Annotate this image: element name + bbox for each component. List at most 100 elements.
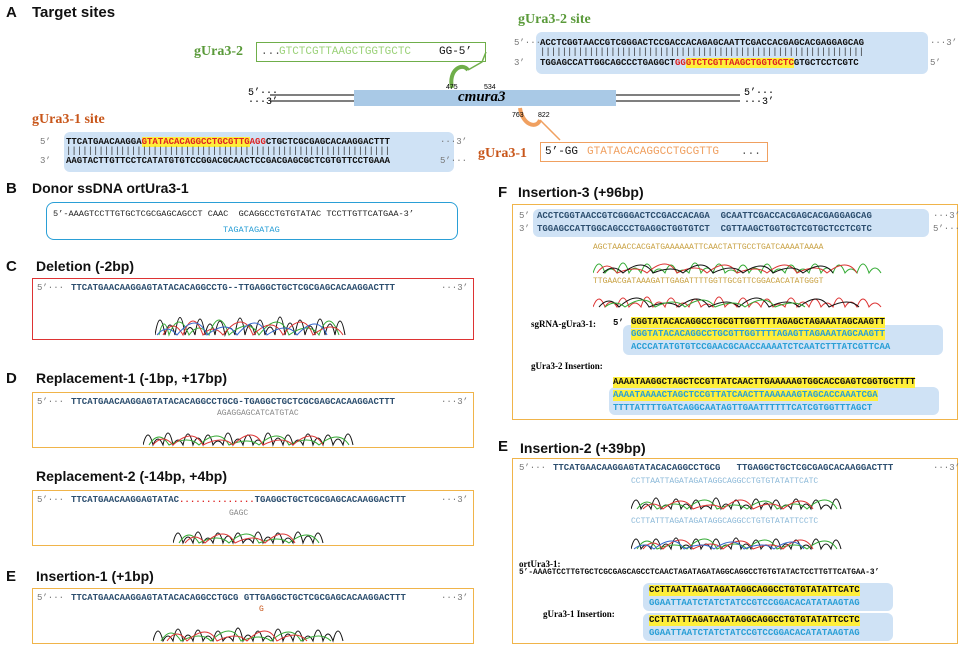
site1-5prime-b: 5’···	[440, 156, 468, 166]
site1-top-hl: GTATACACAGGCCTGCGTTG	[141, 137, 250, 147]
panel-c-title: Deletion (-2bp)	[36, 258, 134, 274]
site2-bottom-strand: TGGAGCCATTGGCAGCCCTGAGGCTGGGTCTCGTTAAGCT…	[540, 58, 859, 69]
e1-3prime: ···3’	[441, 593, 469, 603]
c-seq: TTCATGAACAAGGAGTATACACAGGCCTG--TTGAGGCTG…	[71, 283, 396, 293]
site1-5prime: 5’	[40, 137, 51, 147]
site2-3prime-b: 3’	[514, 58, 525, 68]
d1-seq: TTCATGAACAAGGAGTATACACAGGCCTGCG-TGAGGCTG…	[71, 397, 396, 407]
gura3-2-prefix: ...	[261, 46, 281, 58]
panel-b-letter: B	[6, 180, 17, 197]
e1-chromatogram	[153, 627, 344, 643]
d2-seq-a: TTCATGAACAAGGAGTATAC	[71, 495, 180, 505]
d2-seq: TTCATGAACAAGGAGTATAC..............TGAGGC…	[71, 495, 406, 506]
panel-d-title-1: Replacement-1 (-1bp, +17bp)	[36, 370, 227, 386]
panel-e1-box: 5’··· TTCATGAACAAGGAGTATACACAGGCCTGCG GT…	[32, 588, 474, 644]
gura3-1-site-bg	[64, 132, 454, 172]
panel-f-box: ACCTCGGTAACCGTCGGGACTCCGACCACAGA GCAATTC…	[512, 204, 961, 420]
gura3-2-connector	[467, 51, 487, 71]
panel-e1-title: Insertion-1 (+1bp)	[36, 568, 154, 584]
panel-b-box: 5’-AAAGTCCTTGTGCTCGCGAGCAGCCT CAAC GCAGG…	[46, 202, 458, 240]
e1-5prime: 5’···	[37, 593, 65, 603]
e2-ort-label: ortUra3-1:	[519, 559, 561, 569]
site2-top-strand: ACCTCGGTAACCGTCGGGACTCCGACCACAGAGCAATTCG…	[540, 38, 865, 48]
f-3prime-r: ···3’	[933, 211, 961, 221]
d2-seq-b: TGAGGCTGCTCGCGAGCACAAGGACTTT	[254, 495, 406, 505]
e1-seq: TTCATGAACAAGGAGTATACACAGGCCTGCG GTTGAGGC…	[71, 593, 406, 603]
panel-e2-letter: E	[498, 438, 509, 455]
panel-d2-box: 5’··· TTCATGAACAAGGAGTATAC..............…	[32, 490, 474, 546]
d2-insert: GAGC	[229, 509, 249, 518]
e1-insert: G	[259, 605, 264, 614]
panel-e2-title: Insertion-2 (+39bp)	[520, 440, 646, 456]
d2-3prime: ···3’	[441, 495, 469, 505]
f-sg-bot: ACCCATATGTGTCCGAACGCAACCAAAATCTCAATCTTTA…	[631, 342, 891, 352]
e2-i1-top: CCTTAATTAGATAGATAGGCAGGCCTGTGTATATTCATC	[649, 585, 860, 596]
panel-c-box: 5’··· TTCATGAACAAGGAGTATACACAGGCCTG--TTG…	[32, 278, 474, 340]
f-bot: TGGAGCCATTGGCAGCCCTGAGGCTGGTGTCT CGTTAAG…	[537, 224, 872, 234]
e2-i2-top: CCTTATTTAGATAGATAGGCAGGCCTGTGTATATTCCTC	[649, 615, 860, 626]
gura3-1-guide-box: 5’-GG GTATACACAGGCCTGCGTTG ...	[540, 142, 768, 162]
site2-bonds: ||||||||||||||||||||||||||||||||||||||||…	[540, 47, 865, 57]
f-sg-mid: GGGTATACACAGGCCTGCGTTGGTTTTAGAGTTAGAAATA…	[631, 329, 885, 340]
gura3-1-connector	[539, 119, 561, 141]
gene-name: cmura3	[458, 89, 506, 105]
c-3prime: ···3’	[441, 283, 469, 293]
site1-3prime: ···3’	[440, 137, 468, 147]
gene-box	[354, 90, 616, 106]
e2-ort-seq: 5’-AAAGTCCTTGTGCTCGCGAGCAGCCTCAACTAGATAG…	[519, 569, 880, 577]
site1-3prime-b: 3’	[40, 156, 51, 166]
gura3-1-seq: GTATACACAGGCCTGCGTTG	[587, 146, 720, 158]
gene-diagram	[270, 51, 740, 141]
d1-3prime: ···3’	[441, 397, 469, 407]
panel-e2-box: 5’··· TTCATGAACAAGGAGTATACACAGGCCTGCG TT…	[512, 458, 961, 644]
site2-3prime: ···3’	[930, 38, 958, 48]
gura3-1-site-title: gUra3-1 site	[32, 112, 105, 127]
e2-3prime: ···3’	[933, 463, 961, 473]
e2-ins-label: gUra3-1 Insertion:	[543, 609, 615, 619]
panel-c-letter: C	[6, 258, 17, 275]
f-3prime: 3’	[519, 224, 530, 234]
e2-i2-bot: GGAATTAATCTATCTATCCGTCCGGACACATATAAGTAG	[649, 628, 860, 638]
d2-seq-dash: ..............	[179, 495, 255, 505]
e2-seq: TTCATGAACAAGGAGTATACACAGGCCTGCG TTGAGGCT…	[553, 463, 894, 473]
e2-chromatogram-1	[631, 497, 842, 511]
site2-bot-red: GG	[675, 58, 686, 68]
gene-3prime: ···3’	[248, 97, 279, 108]
site1-top-strand: TTCATGAACAAGGAGTATACACAGGCCTGCGTTGAGGCTG…	[66, 137, 390, 148]
f-chromatogram-2	[593, 296, 882, 309]
site2-bot-a: TGGAGCCATTGGCAGCCCTGAGGCT	[540, 58, 676, 68]
gura3-2-pam: GG-5’	[439, 46, 473, 58]
e2-5prime: 5’···	[519, 463, 547, 473]
site2-5prime: 5’···	[514, 38, 542, 48]
gene-5prime: 5’···	[248, 88, 279, 99]
e2-read1: CCTTAATTAGATAGATAGGCAGGCCTGTGTATATTCATC	[631, 477, 819, 486]
panel-a-letter: A	[6, 4, 17, 21]
f-ins-bot: TTTTATTTTGATCAGGCAATAGTTGAATTTTTTCATCGTG…	[613, 403, 873, 413]
site2-bot-b: GTGCTCCTCGTC	[793, 58, 859, 68]
f-ins-label: gUra3-2 Insertion:	[531, 361, 603, 371]
e2-chromatogram-2	[631, 537, 842, 551]
e2-read2: CCTTATTTAGATAGATAGGCAGGCCTGTGTATATTCCTC	[631, 517, 819, 526]
gene-3prime-r: 5’···	[744, 88, 775, 99]
site1-bonds: ||||||||||||||||||||||||||||||||||||||||…	[66, 146, 391, 156]
d2-chromatogram	[173, 531, 324, 545]
gura3-2-arc	[449, 64, 470, 89]
panel-b-title: Donor ssDNA ortUra3-1	[32, 180, 189, 196]
gura3-1-label: gUra3-1	[478, 146, 527, 161]
gura3-2-seq: GTCTCGTTAAGCTGGTGCTC	[279, 46, 412, 58]
site1-top-a: TTCATGAACAAGGA	[66, 137, 142, 147]
f-read2: TTGAACGATAAAGATTGAGATTTTGGTTGCGTTCGGACAC…	[593, 277, 824, 286]
gura3-1-arc	[518, 107, 542, 127]
panel-f-title: Insertion-3 (+96bp)	[518, 184, 644, 200]
pos-475: 475	[446, 84, 458, 91]
panel-e1-letter: E	[6, 568, 17, 585]
donor-insert: TAGATAGATAG	[223, 225, 280, 235]
e2-i1-bot: GGAATTAATCTATCTATCCGTCCGGACACATATAAGTAG	[649, 598, 860, 608]
gene-5prime-r: ···3’	[744, 97, 775, 108]
panel-f-letter: F	[498, 184, 508, 201]
f-read1: AGCTAAACCACGATGAAAAAATTCAACTATTGCCTGATCA…	[593, 243, 824, 252]
gura3-2-label: gUra3-2	[194, 44, 243, 59]
d1-insert: AGAGGAGCATCATGTAC	[217, 409, 299, 418]
f-sg-label: sgRNA-gUra3-1:	[531, 319, 596, 329]
gura3-1-pam: 5’-GG	[545, 146, 579, 158]
